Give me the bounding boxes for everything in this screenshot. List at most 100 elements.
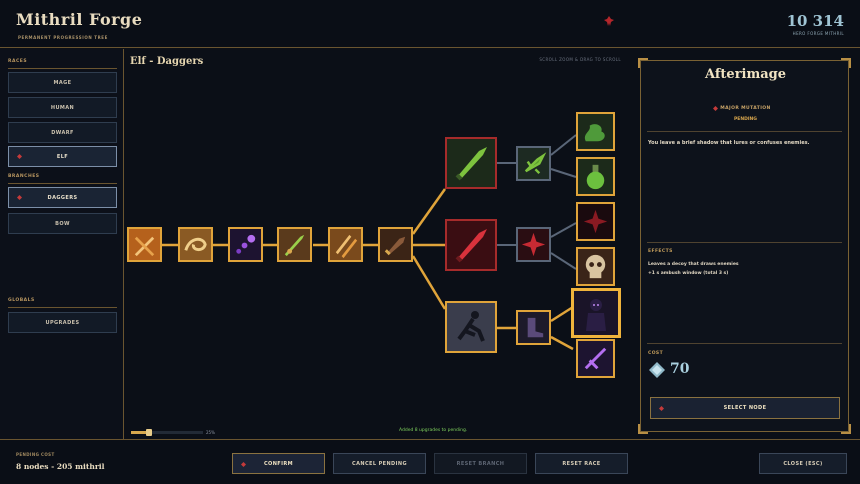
- pending-cost-value: 8 nodes - 205 mithril: [16, 462, 105, 471]
- node-blood-spikes[interactable]: [516, 227, 551, 262]
- confirm-button[interactable]: CONFIRM: [232, 453, 325, 474]
- progress-fill: [131, 431, 149, 434]
- race-mage-label: MAGE: [53, 79, 72, 86]
- shadow-figure-icon: [574, 291, 618, 335]
- zoom-progress-bar[interactable]: [131, 429, 203, 436]
- pending-cost-label: PENDING COST: [16, 452, 55, 457]
- node-details-panel: Afterimage MAJOR MUTATION PENDING You le…: [638, 58, 851, 434]
- branch-bow-button[interactable]: BOW: [8, 213, 117, 234]
- race-mage-button[interactable]: MAGE: [8, 72, 117, 93]
- branch-daggers-button[interactable]: DAGGERS: [8, 187, 117, 208]
- game-subtitle: PERMANENT PROGRESSION TREE: [18, 35, 108, 40]
- branch-daggers-label: DAGGERS: [47, 194, 78, 201]
- reset-branch-label: RESET BRANCH: [456, 460, 505, 467]
- node-afterimage[interactable]: [571, 288, 621, 338]
- select-node-button[interactable]: SELECT NODE: [650, 397, 840, 419]
- node-state: PENDING: [733, 117, 757, 122]
- close-button[interactable]: CLOSE (ESC): [759, 453, 847, 474]
- effects-label: EFFECTS: [648, 249, 673, 254]
- purple-orbs-icon: [230, 229, 261, 260]
- canvas-hint: SCROLL ZOOM & DRAG TO SCROLL: [539, 57, 621, 62]
- node-blood-dagger[interactable]: [445, 219, 497, 271]
- corner-ornament: [841, 58, 851, 68]
- sidebar: RACES MAGE HUMAN DWARF ELF BRANCHES DAGG…: [0, 49, 124, 439]
- branches-label: BRANCHES: [8, 174, 40, 179]
- button-marker-icon: [241, 462, 246, 467]
- reset-branch-button[interactable]: RESET BRANCH: [434, 453, 527, 474]
- divider: [647, 242, 842, 243]
- diamond-gem-icon: [649, 362, 665, 378]
- global-upgrades-label: UPGRADES: [45, 319, 80, 326]
- reset-race-label: RESET RACE: [562, 460, 601, 467]
- button-marker-icon: [659, 406, 664, 411]
- red-crest-icon: [604, 16, 614, 26]
- node-toxic-spines[interactable]: [516, 146, 551, 181]
- race-human-label: HUMAN: [50, 104, 75, 111]
- selected-marker-icon: [17, 154, 22, 159]
- green-smoke-icon: [578, 114, 613, 149]
- blood-sigil-icon: [578, 204, 613, 239]
- node-twin-blades[interactable]: [328, 227, 363, 262]
- global-upgrades-button[interactable]: UPGRADES: [8, 312, 117, 333]
- cancel-pending-button[interactable]: CANCEL PENDING: [333, 453, 426, 474]
- game-title: Mithril Forge: [16, 10, 143, 29]
- node-type: MAJOR MUTATION: [720, 106, 771, 111]
- divider: [8, 183, 117, 184]
- blood-dagger-icon: [447, 221, 495, 269]
- status-message: Added 8 upgrades to pending.: [399, 428, 468, 433]
- cancel-pending-label: CANCEL PENDING: [352, 460, 407, 467]
- race-dwarf-button[interactable]: DWARF: [8, 122, 117, 143]
- blood-spikes-icon: [518, 229, 549, 260]
- race-dwarf-label: DWARF: [51, 129, 74, 136]
- race-elf-label: ELF: [56, 153, 69, 160]
- reset-race-button[interactable]: RESET RACE: [535, 453, 628, 474]
- node-green-smoke[interactable]: [576, 112, 615, 151]
- corner-ornament: [638, 58, 648, 68]
- node-skull[interactable]: [576, 247, 615, 286]
- dark-dagger-icon: [380, 229, 411, 260]
- toxic-spines-icon: [518, 148, 549, 179]
- skill-tree-canvas[interactable]: Elf - Daggers SCROLL ZOOM & DRAG TO SCRO…: [125, 49, 633, 439]
- tree-links: [162, 134, 577, 351]
- node-dark-dagger[interactable]: [378, 227, 413, 262]
- node-dagger-strike[interactable]: [127, 227, 162, 262]
- progress-knob[interactable]: [146, 429, 152, 436]
- node-shadow-runner[interactable]: [445, 301, 497, 353]
- venom-dagger-icon: [447, 139, 495, 187]
- effect-line: Leaves a decoy that draws enemies: [648, 262, 739, 267]
- crossed-daggers-icon: [129, 229, 160, 260]
- mutation-marker-icon: [713, 106, 718, 111]
- node-swirl-slash[interactable]: [178, 227, 213, 262]
- poison-flask-icon: [578, 159, 613, 194]
- divider: [647, 343, 842, 344]
- mithril-balance: 10 314: [786, 12, 844, 30]
- corner-ornament: [841, 424, 851, 434]
- mithril-balance-label: HERO FORGE MITHRIL: [792, 31, 844, 36]
- node-arcane-orbs[interactable]: [228, 227, 263, 262]
- twin-blades-icon: [330, 229, 361, 260]
- effect-line: +1 s ambush window (total 3 s): [648, 271, 729, 276]
- node-blood-sigil[interactable]: [576, 202, 615, 241]
- node-shadow-boot[interactable]: [516, 310, 551, 345]
- divider: [647, 131, 842, 132]
- top-bar: Mithril Forge PERMANENT PROGRESSION TREE…: [0, 0, 860, 48]
- cost-value: 70: [670, 361, 690, 377]
- race-elf-button[interactable]: ELF: [8, 146, 117, 167]
- node-poison-blade[interactable]: [277, 227, 312, 262]
- divider: [8, 307, 117, 308]
- branch-title: Elf - Daggers: [130, 56, 204, 67]
- progress-percent: 25%: [206, 430, 215, 435]
- race-human-button[interactable]: HUMAN: [8, 97, 117, 118]
- node-description: You leave a brief shadow that lures or c…: [648, 140, 810, 146]
- node-venom-dagger[interactable]: [445, 137, 497, 189]
- shadow-boot-icon: [518, 312, 549, 343]
- corner-ornament: [638, 424, 648, 434]
- shadow-runner-icon: [447, 303, 495, 351]
- globals-label: GLOBALS: [8, 298, 35, 303]
- green-blade-icon: [279, 229, 310, 260]
- bottom-bar: PENDING COST 8 nodes - 205 mithril CONFI…: [0, 439, 860, 484]
- node-shadow-dash[interactable]: [576, 339, 615, 378]
- selected-marker-icon: [17, 195, 22, 200]
- node-poison-flask[interactable]: [576, 157, 615, 196]
- node-title: Afterimage: [704, 67, 787, 82]
